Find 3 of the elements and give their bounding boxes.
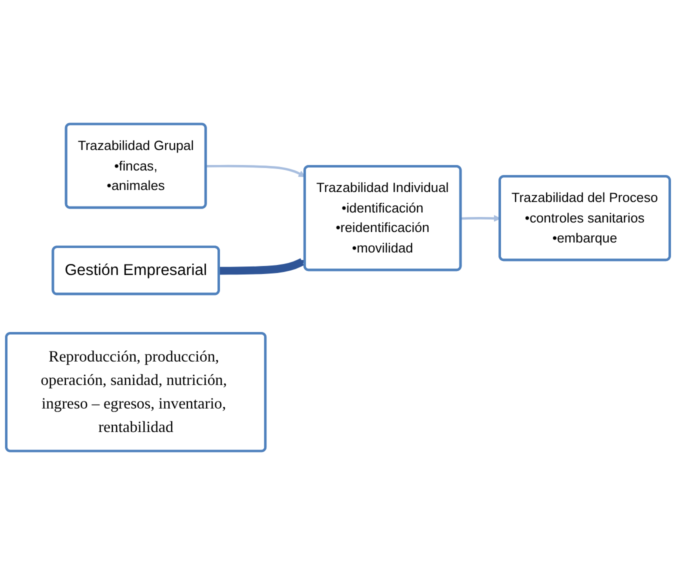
arrow bbox=[219, 258, 306, 275]
arrow bbox=[206, 164, 306, 178]
arrow bbox=[460, 214, 500, 222]
